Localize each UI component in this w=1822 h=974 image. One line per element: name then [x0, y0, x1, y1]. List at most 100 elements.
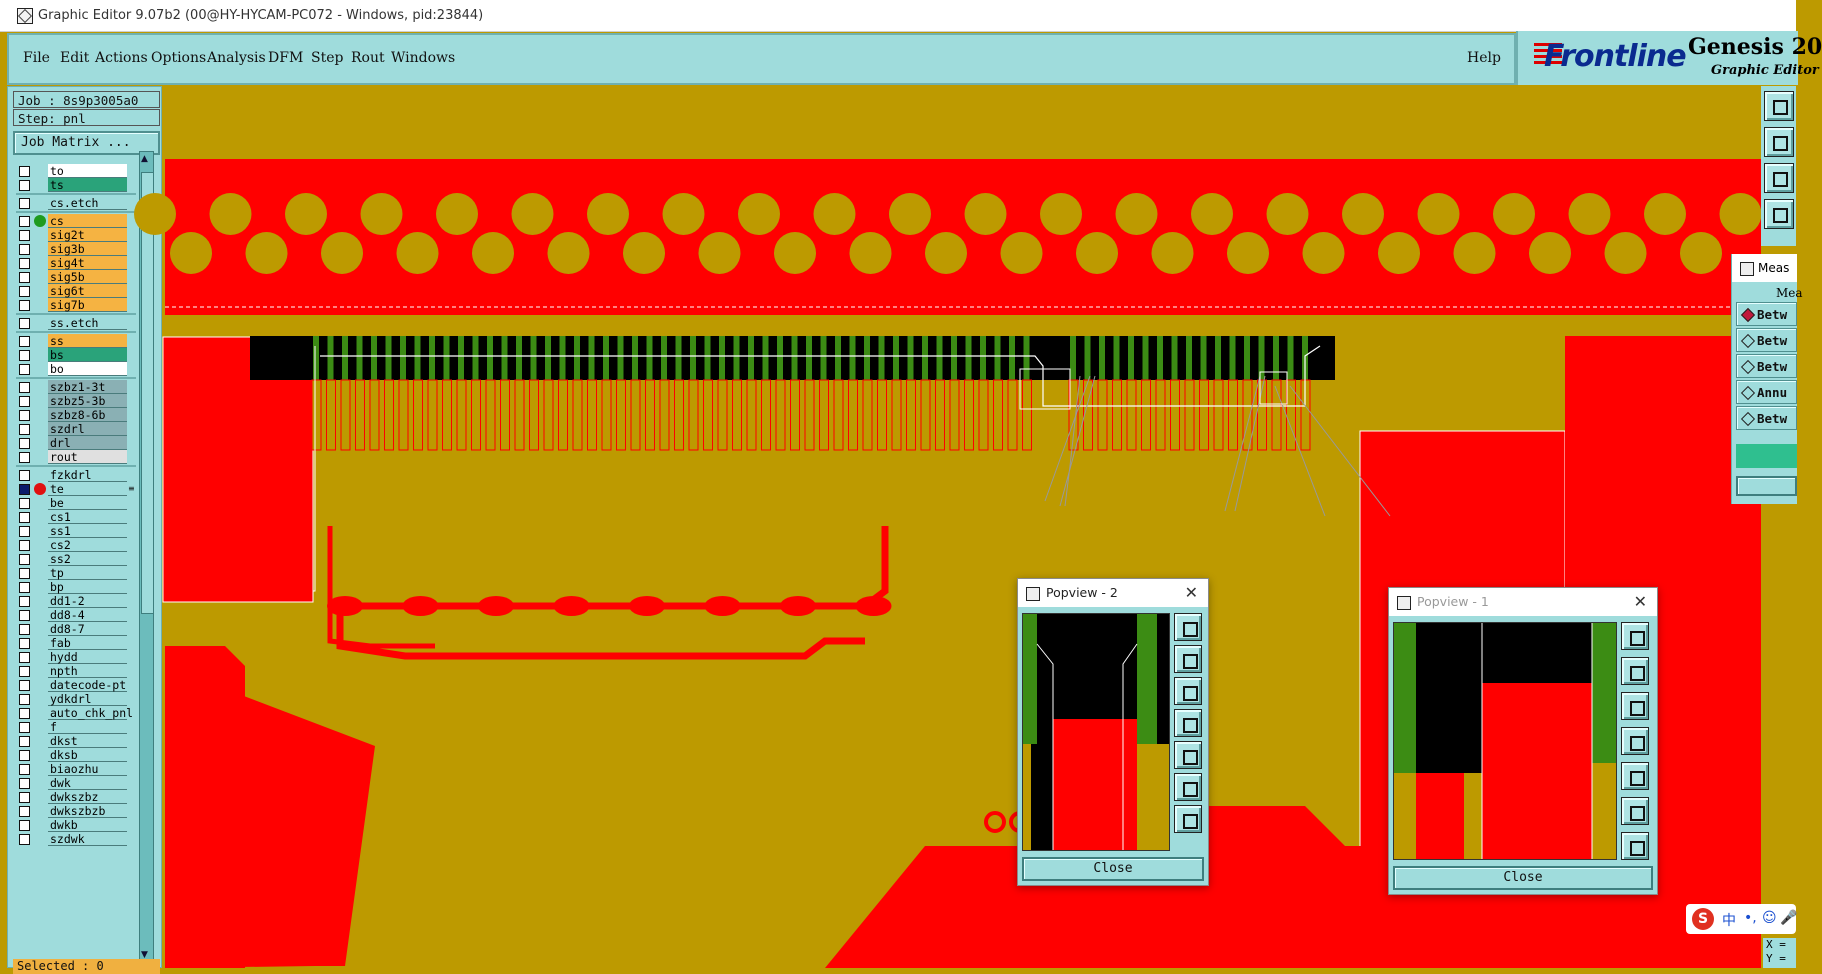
- popview-pan-right-icon[interactable]: [1174, 741, 1202, 769]
- layer-name[interactable]: npth: [48, 664, 127, 678]
- layer-name[interactable]: ts: [48, 178, 127, 192]
- menu-options[interactable]: Options: [151, 50, 207, 66]
- close-icon[interactable]: ✕: [1184, 583, 1198, 602]
- layer-row-sig5b[interactable]: sig5b: [12, 270, 137, 285]
- layer-row-fab[interactable]: fab: [12, 636, 137, 651]
- layer-checkbox[interactable]: [19, 624, 30, 635]
- layer-name[interactable]: datecode-pt: [48, 678, 127, 692]
- layer-checkbox[interactable]: [19, 318, 30, 329]
- layer-row-to[interactable]: to: [12, 164, 137, 179]
- layer-checkbox[interactable]: [19, 396, 30, 407]
- layer-checkbox[interactable]: [19, 272, 30, 283]
- layer-checkbox[interactable]: [19, 708, 30, 719]
- ime-logo-icon[interactable]: S: [1692, 908, 1714, 930]
- layer-name[interactable]: dd1-2: [48, 594, 127, 608]
- layer-name[interactable]: dwkszbz: [48, 790, 127, 804]
- layer-checkbox[interactable]: [19, 764, 30, 775]
- layer-row-biaozhu[interactable]: biaozhu: [12, 762, 137, 777]
- menu-step[interactable]: Step: [311, 50, 344, 66]
- layer-name[interactable]: dwkb: [48, 818, 127, 832]
- layer-name[interactable]: te: [48, 482, 127, 496]
- layer-row-f[interactable]: f: [12, 720, 137, 735]
- layer-row-tp[interactable]: tp: [12, 566, 137, 581]
- layer-checkbox[interactable]: [19, 736, 30, 747]
- layer-checkbox[interactable]: [19, 512, 30, 523]
- tool-measure-icon[interactable]: [1764, 127, 1794, 157]
- popview-pan-down-icon[interactable]: [1174, 677, 1202, 705]
- job-matrix-button[interactable]: Job Matrix ...: [13, 131, 160, 155]
- ime-language-toggle[interactable]: 中: [1722, 913, 1736, 929]
- layer-name[interactable]: cs1: [48, 510, 127, 524]
- layer-checkbox[interactable]: [19, 470, 30, 481]
- layer-checkbox[interactable]: [19, 652, 30, 663]
- popview-2-close-button[interactable]: Close: [1022, 857, 1204, 881]
- layer-checkbox[interactable]: [19, 350, 30, 361]
- layer-row-szbz5-3b[interactable]: szbz5-3b: [12, 394, 137, 409]
- layer-row-be[interactable]: be: [12, 496, 137, 511]
- layer-checkbox[interactable]: [19, 216, 30, 227]
- measure-option-3[interactable]: Betw: [1736, 354, 1797, 378]
- layer-row-sig2t[interactable]: sig2t: [12, 228, 137, 243]
- layer-row-ss1[interactable]: ss1: [12, 524, 137, 539]
- layer-name[interactable]: rout: [48, 450, 127, 464]
- layer-checkbox[interactable]: [19, 300, 30, 311]
- popview-pan-left-icon[interactable]: [1174, 709, 1202, 737]
- popview-pan-right-icon[interactable]: [1621, 762, 1649, 790]
- layer-row-ss[interactable]: ss: [12, 334, 137, 349]
- layer-name[interactable]: cs.etch: [48, 196, 127, 210]
- layer-name[interactable]: dwkszbzb: [48, 804, 127, 818]
- popview-zoom-out-icon[interactable]: [1174, 805, 1202, 833]
- layer-name[interactable]: to: [48, 164, 127, 178]
- popview-zoom-in-icon[interactable]: [1621, 797, 1649, 825]
- layer-row-auto_chk_pnl[interactable]: auto_chk_pnl: [12, 706, 137, 721]
- layer-row-npth[interactable]: npth: [12, 664, 137, 679]
- layer-name[interactable]: ss1: [48, 524, 127, 538]
- measure-action-button[interactable]: [1736, 476, 1797, 496]
- layer-name[interactable]: ss2: [48, 552, 127, 566]
- layer-checkbox[interactable]: [19, 568, 30, 579]
- layer-name[interactable]: sig3b: [48, 242, 127, 256]
- pcb-drawing[interactable]: [134, 86, 1762, 968]
- layer-name[interactable]: szdrl: [48, 422, 127, 436]
- layer-checkbox[interactable]: [19, 364, 30, 375]
- layer-checkbox[interactable]: [19, 180, 30, 191]
- layer-row-sig4t[interactable]: sig4t: [12, 256, 137, 271]
- ime-emoji-icon[interactable]: ☺: [1762, 910, 1777, 926]
- layer-name[interactable]: fab: [48, 636, 127, 650]
- layer-name[interactable]: ss.etch: [48, 316, 127, 330]
- layer-checkbox[interactable]: [19, 438, 30, 449]
- popview-zoom-fit-icon[interactable]: [1174, 613, 1202, 641]
- layer-checkbox[interactable]: [19, 750, 30, 761]
- popview-zoom-in-icon[interactable]: [1174, 773, 1202, 801]
- layer-row-datecode-pt[interactable]: datecode-pt: [12, 678, 137, 693]
- popview-2-view[interactable]: [1022, 613, 1170, 851]
- layer-row-dwkb[interactable]: dwkb: [12, 818, 137, 833]
- layer-name[interactable]: szbz8-6b: [48, 408, 127, 422]
- scroll-down-icon[interactable]: ▼: [141, 950, 148, 960]
- layer-row-szdrl[interactable]: szdrl: [12, 422, 137, 437]
- layer-name[interactable]: cs2: [48, 538, 127, 552]
- layer-checkbox[interactable]: [19, 834, 30, 845]
- layer-row-cs2[interactable]: cs2: [12, 538, 137, 553]
- close-icon[interactable]: ✕: [1633, 592, 1647, 611]
- menu-file[interactable]: File: [23, 50, 50, 66]
- popview-1-close-button[interactable]: Close: [1393, 866, 1653, 890]
- scroll-up-icon[interactable]: ▲: [141, 154, 148, 164]
- layer-name[interactable]: bp: [48, 580, 127, 594]
- layer-checkbox[interactable]: [19, 286, 30, 297]
- tool-layers-icon[interactable]: [1764, 199, 1794, 229]
- layer-name[interactable]: dkst: [48, 734, 127, 748]
- layer-scrollbar[interactable]: ▲ ▼: [139, 151, 154, 963]
- layer-name[interactable]: dksb: [48, 748, 127, 762]
- layer-checkbox[interactable]: [19, 382, 30, 393]
- layer-checkbox[interactable]: [19, 666, 30, 677]
- layer-row-bp[interactable]: bp: [12, 580, 137, 595]
- popview-pan-up-icon[interactable]: [1174, 645, 1202, 673]
- layer-name[interactable]: tp: [48, 566, 127, 580]
- menu-help[interactable]: Help: [1467, 50, 1501, 66]
- layer-name[interactable]: auto_chk_pnl: [48, 706, 134, 720]
- layer-row-dwkszbzb[interactable]: dwkszbzb: [12, 804, 137, 819]
- layer-checkbox[interactable]: [19, 258, 30, 269]
- layer-name[interactable]: szdwk: [48, 832, 127, 846]
- layer-name[interactable]: sig7b: [48, 298, 127, 312]
